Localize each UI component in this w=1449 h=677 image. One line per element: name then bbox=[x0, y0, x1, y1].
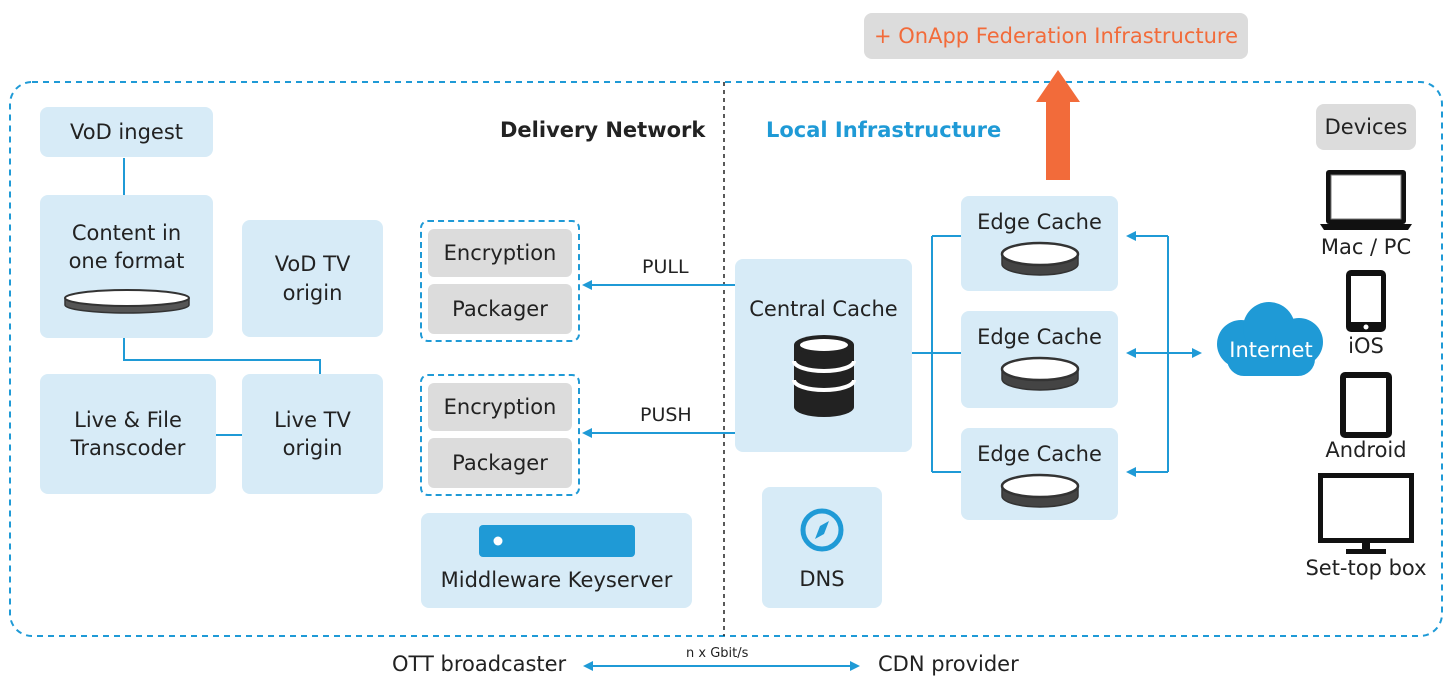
pull-packaging-group bbox=[420, 220, 580, 342]
device-settop-label: Set-top box bbox=[1305, 556, 1427, 580]
tv-monitor-icon bbox=[1318, 473, 1414, 554]
edge-cache-node-1: Edge Cache bbox=[961, 196, 1118, 291]
live-file-transcoder-node: Live & File Transcoder bbox=[40, 374, 216, 494]
storage-disk-icon bbox=[63, 288, 190, 314]
packager-box-push: Packager bbox=[428, 438, 572, 488]
compass-icon bbox=[800, 508, 844, 552]
transcoder-line1: Live & File bbox=[74, 407, 182, 432]
vod-tv-origin-line2: origin bbox=[282, 280, 343, 305]
dns-node: DNS bbox=[762, 487, 882, 608]
push-label: PUSH bbox=[640, 404, 692, 426]
content-node: Content in one format bbox=[40, 195, 213, 338]
middleware-label: Middleware Keyserver bbox=[440, 568, 673, 592]
edge-cache-label: Edge Cache bbox=[977, 210, 1102, 234]
packager-box-pull: Packager bbox=[428, 284, 572, 334]
footer-ott-broadcaster: OTT broadcaster bbox=[392, 652, 567, 676]
delivery-network-title: Delivery Network bbox=[500, 118, 706, 142]
phone-icon bbox=[1346, 270, 1386, 332]
storage-disk-icon bbox=[1000, 474, 1079, 509]
local-infrastructure-title: Local Infrastructure bbox=[766, 118, 1002, 142]
server-icon bbox=[478, 525, 635, 557]
pull-label: PULL bbox=[642, 256, 689, 278]
tablet-icon bbox=[1340, 372, 1392, 438]
device-mac-pc-label: Mac / PC bbox=[1320, 235, 1412, 259]
edge-cache-node-3: Edge Cache bbox=[961, 428, 1118, 520]
device-android-label: Android bbox=[1325, 438, 1407, 462]
encryption-box-pull: Encryption bbox=[428, 229, 572, 277]
transcoder-line2: Transcoder bbox=[70, 436, 186, 460]
push-packaging-group bbox=[420, 374, 580, 496]
live-tv-origin-node: Live TV origin bbox=[242, 374, 383, 494]
federation-arrow bbox=[1036, 70, 1080, 180]
live-tv-origin-line1: Live TV bbox=[274, 407, 351, 432]
cloud-icon bbox=[1217, 302, 1323, 376]
edge-cache-label: Edge Cache bbox=[977, 442, 1102, 466]
devices-title: Devices bbox=[1316, 104, 1416, 150]
vod-ingest-label: VoD ingest bbox=[70, 119, 183, 144]
middleware-keyserver-node: Middleware Keyserver bbox=[421, 513, 692, 608]
content-label-line1: Content in bbox=[71, 221, 182, 245]
vod-tv-origin-node: VoD TV origin bbox=[242, 220, 383, 337]
internet-cloud: Internet bbox=[1207, 298, 1335, 378]
edge-cache-label: Edge Cache bbox=[977, 325, 1102, 349]
database-icon bbox=[791, 335, 856, 418]
storage-disk-icon bbox=[1000, 242, 1079, 277]
laptop-icon bbox=[1320, 170, 1412, 230]
internet-label: Internet bbox=[1229, 338, 1313, 362]
dns-label: DNS bbox=[799, 567, 845, 591]
outer-boundary bbox=[9, 81, 1443, 637]
vod-ingest-node: VoD ingest bbox=[40, 107, 213, 157]
edge-cache-node-2: Edge Cache bbox=[961, 311, 1118, 408]
footer-bandwidth-label: n x Gbit/s bbox=[686, 646, 749, 661]
encryption-box-push: Encryption bbox=[428, 383, 572, 431]
central-cache-label: Central Cache bbox=[749, 297, 898, 321]
content-label-line2: one format bbox=[68, 249, 185, 274]
live-tv-origin-line2: origin bbox=[282, 436, 343, 460]
storage-disk-icon bbox=[1000, 357, 1079, 392]
vod-tv-origin-line1: VoD TV bbox=[274, 252, 351, 277]
central-cache-node: Central Cache bbox=[735, 259, 912, 452]
federation-infrastructure-label: + OnApp Federation Infrastructure bbox=[864, 13, 1248, 59]
device-ios-label: iOS bbox=[1348, 334, 1384, 358]
footer-cdn-provider: CDN provider bbox=[878, 652, 1019, 676]
